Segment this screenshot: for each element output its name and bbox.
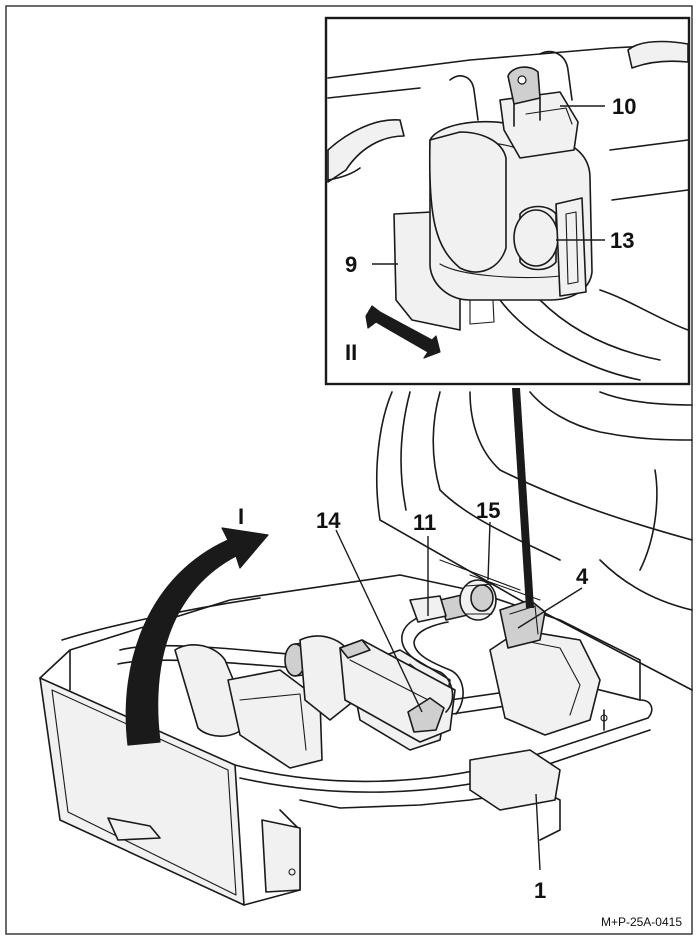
leader-15 <box>487 521 491 581</box>
rotation-arrow-icon <box>125 527 269 746</box>
clamp-bracket <box>499 91 579 159</box>
callout-1: 1 <box>534 878 546 903</box>
housing-cap <box>428 131 507 273</box>
round-connector <box>459 579 497 621</box>
motor-housing <box>489 629 601 736</box>
callout-15: 15 <box>476 498 500 523</box>
leader-1 <box>535 793 541 871</box>
figure-reference: M+P-25A-0415 <box>601 915 682 929</box>
callout-step-1: I <box>238 504 244 529</box>
lower-housing <box>469 749 561 811</box>
callout-10: 10 <box>612 94 636 119</box>
detail-inset <box>324 16 691 386</box>
inset-pointer <box>512 388 534 608</box>
leader-14 <box>335 529 423 713</box>
push-arrow-icon <box>365 305 441 359</box>
bottom-bracket <box>261 819 301 893</box>
seat-frame <box>39 574 653 906</box>
fastening-screw <box>499 599 546 649</box>
callout-9: 9 <box>345 252 357 277</box>
callout-11: 11 <box>413 510 436 535</box>
callout-14: 14 <box>316 508 341 533</box>
callout-step-2: II <box>345 340 357 365</box>
plug-connector <box>407 697 445 733</box>
leader-4 <box>517 587 583 629</box>
callout-13: 13 <box>610 228 634 253</box>
seat-backrest <box>376 391 693 691</box>
key <box>507 66 541 105</box>
release-lever <box>339 639 456 743</box>
bottom-foot <box>107 817 161 841</box>
callout-4: 4 <box>576 564 589 589</box>
